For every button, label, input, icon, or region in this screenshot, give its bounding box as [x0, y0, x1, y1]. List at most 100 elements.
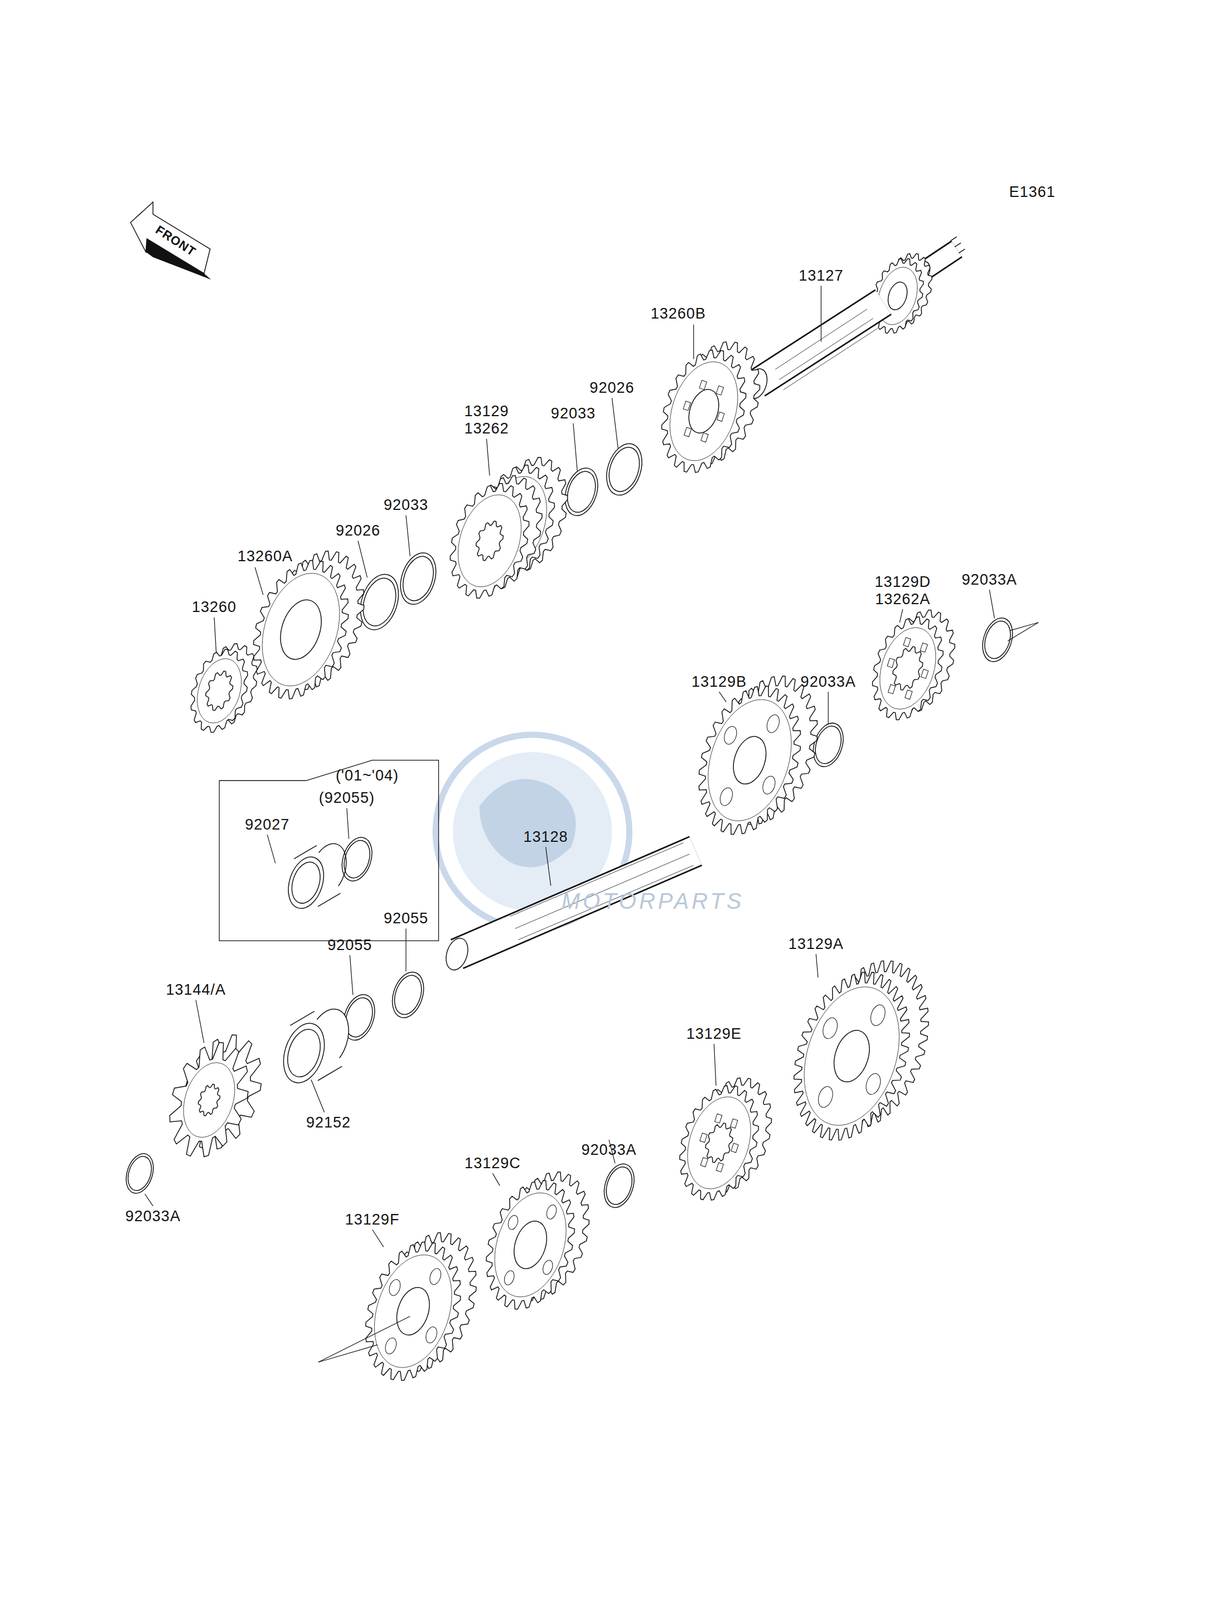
ring-inner: [562, 467, 601, 516]
callout-number: (92055): [318, 790, 375, 806]
gear-lightening-hole: [764, 712, 782, 734]
gear: [665, 1074, 772, 1210]
ring-outer: [387, 967, 430, 1022]
leader-line: [989, 589, 995, 618]
ring: [598, 1159, 640, 1211]
callout-number: 92033: [550, 405, 596, 421]
gear-dog: [684, 427, 692, 437]
gear-teeth: [665, 1074, 772, 1210]
gear-hole: [885, 279, 911, 313]
gear-teeth: [646, 339, 761, 484]
gear-hole: [827, 1025, 876, 1087]
gear-lightening-hole: [540, 1258, 555, 1276]
shaft-spline: [775, 308, 878, 390]
gear-lightening-hole: [815, 1084, 836, 1109]
callout-number: 92152: [306, 1114, 351, 1130]
collar-edge: [317, 892, 341, 907]
gear-lightening-hole: [502, 1269, 516, 1287]
leader-line: [405, 927, 406, 971]
leader-line: [346, 808, 350, 839]
gear-teeth: [436, 473, 543, 609]
gear-dog: [700, 1157, 708, 1167]
gear-teeth: [680, 672, 819, 848]
shaft-end: [442, 935, 472, 973]
leader-line: [693, 324, 694, 360]
spline-hole: [201, 667, 238, 714]
callout-number: 92055: [327, 936, 372, 952]
gear-dog: [717, 412, 725, 422]
spline-hole: [194, 1080, 224, 1119]
direction-label: FRONT: [153, 223, 198, 258]
ring-inner: [810, 722, 846, 767]
callout-number: 92026: [589, 380, 635, 396]
gear-lightening-hole: [820, 1015, 840, 1041]
gear: [471, 1168, 591, 1321]
gear-face: [174, 1055, 244, 1144]
gear-lightening-hole: [868, 1002, 888, 1028]
ring-inner: [601, 1163, 637, 1208]
callout-number: 13129D: [874, 573, 931, 589]
gear-dog: [887, 658, 895, 668]
ring-inner: [397, 552, 439, 604]
leader-line: [267, 834, 276, 863]
variant-box: [219, 760, 439, 941]
leader-line: [815, 953, 819, 978]
model-year-note: ('01~'04): [335, 767, 399, 783]
gear-face: [189, 652, 250, 729]
leader-line: [718, 691, 727, 702]
gear-lightening-hole: [760, 774, 778, 796]
leader-line: [573, 423, 578, 472]
gear-face: [482, 1183, 579, 1307]
leader-line: [492, 1172, 500, 1186]
gear-lightening-hole: [863, 1071, 884, 1096]
ring-inner: [603, 443, 646, 496]
ring-inner: [339, 837, 375, 882]
gear-hole: [683, 385, 724, 437]
gear-dog: [716, 385, 724, 396]
gear-teeth: [181, 641, 258, 740]
gear-dog: [731, 1142, 739, 1153]
ring: [121, 1149, 159, 1197]
pointer-line: [1007, 622, 1039, 641]
drawing-code: E1361: [1008, 184, 1056, 200]
ring-outer: [559, 463, 604, 520]
gear-dog: [699, 1132, 708, 1143]
callout-number: 13262A: [875, 591, 931, 607]
ring: [600, 438, 649, 500]
gear-face: [869, 620, 946, 717]
gear-lightening-hole: [544, 1202, 559, 1220]
ring-outer: [600, 438, 649, 500]
collar-edge: [317, 1065, 343, 1081]
callout-number: 13260B: [650, 305, 707, 321]
leader-line: [828, 691, 829, 725]
leader-line: [349, 954, 353, 995]
ring: [559, 463, 604, 520]
ring: [336, 833, 377, 885]
leader-line: [254, 567, 264, 595]
leader-line: [486, 438, 490, 476]
ring-outer: [336, 833, 377, 885]
callout-number: 13128: [523, 828, 568, 844]
gear-face: [248, 563, 354, 696]
leader-line: [820, 285, 822, 342]
gear-face: [658, 353, 750, 470]
gear-dog: [730, 1118, 738, 1129]
ring-outer: [977, 614, 1018, 666]
callout-number: 13260: [191, 599, 237, 615]
callout-number: 92033A: [581, 1142, 637, 1158]
leader-line: [358, 540, 367, 578]
leader-line: [311, 1079, 325, 1113]
callout-number: 92027: [244, 816, 290, 832]
leader-line: [372, 1229, 384, 1247]
ring: [387, 967, 430, 1022]
gear-lightening-hole: [427, 1266, 443, 1286]
gear-lightening-hole: [722, 724, 739, 746]
ring: [977, 614, 1018, 666]
gear: [156, 1032, 263, 1168]
ring-inner: [357, 573, 402, 631]
collar-end: [276, 1017, 332, 1088]
callout-number: 13129: [463, 403, 509, 419]
leader-line: [713, 1043, 717, 1086]
callout-number: 13144/A: [165, 982, 226, 998]
leader-line: [405, 515, 410, 557]
